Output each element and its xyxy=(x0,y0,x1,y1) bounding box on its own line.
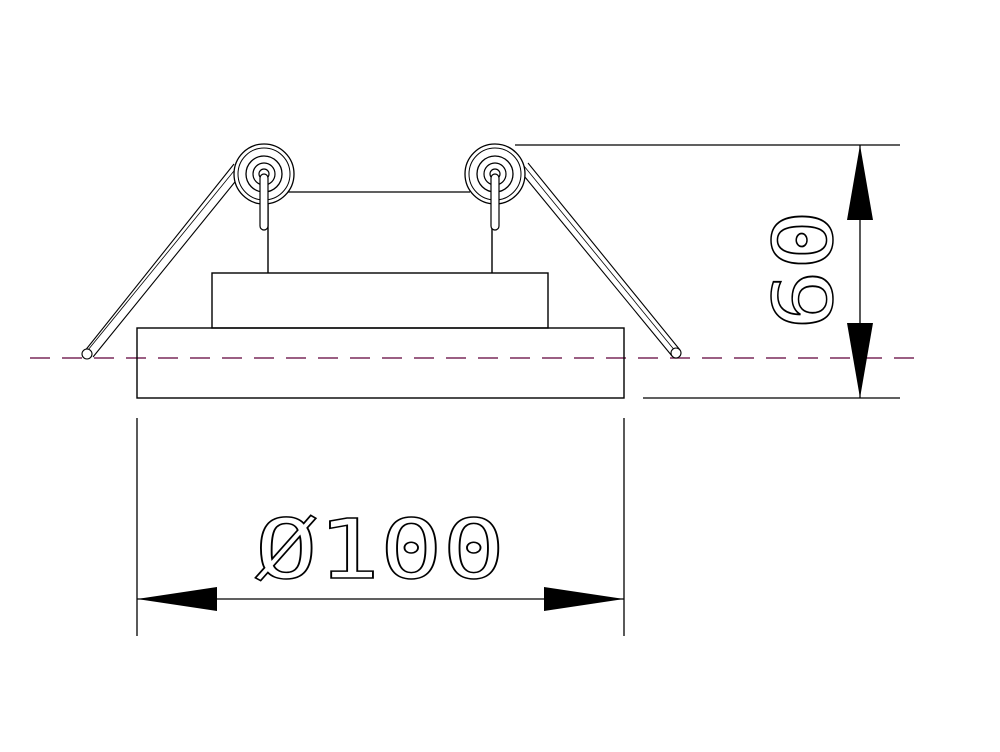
height-label: 60 xyxy=(757,210,852,330)
left-spring-coil xyxy=(233,143,295,231)
height-arrow-bottom xyxy=(847,323,873,398)
diameter-label: Ø100 xyxy=(255,503,505,598)
height-arrow-top xyxy=(847,145,873,220)
base-plate xyxy=(136,327,625,399)
diameter-arrow-right xyxy=(544,587,624,611)
right-spring-coil xyxy=(464,143,526,231)
right-spring-arm xyxy=(519,162,682,359)
upper-body xyxy=(211,272,549,329)
left-spring-arm xyxy=(81,163,244,360)
height-dimension: 60 xyxy=(515,144,900,399)
diameter-dimension: Ø100 xyxy=(136,418,625,636)
diameter-arrow-left xyxy=(137,587,217,611)
